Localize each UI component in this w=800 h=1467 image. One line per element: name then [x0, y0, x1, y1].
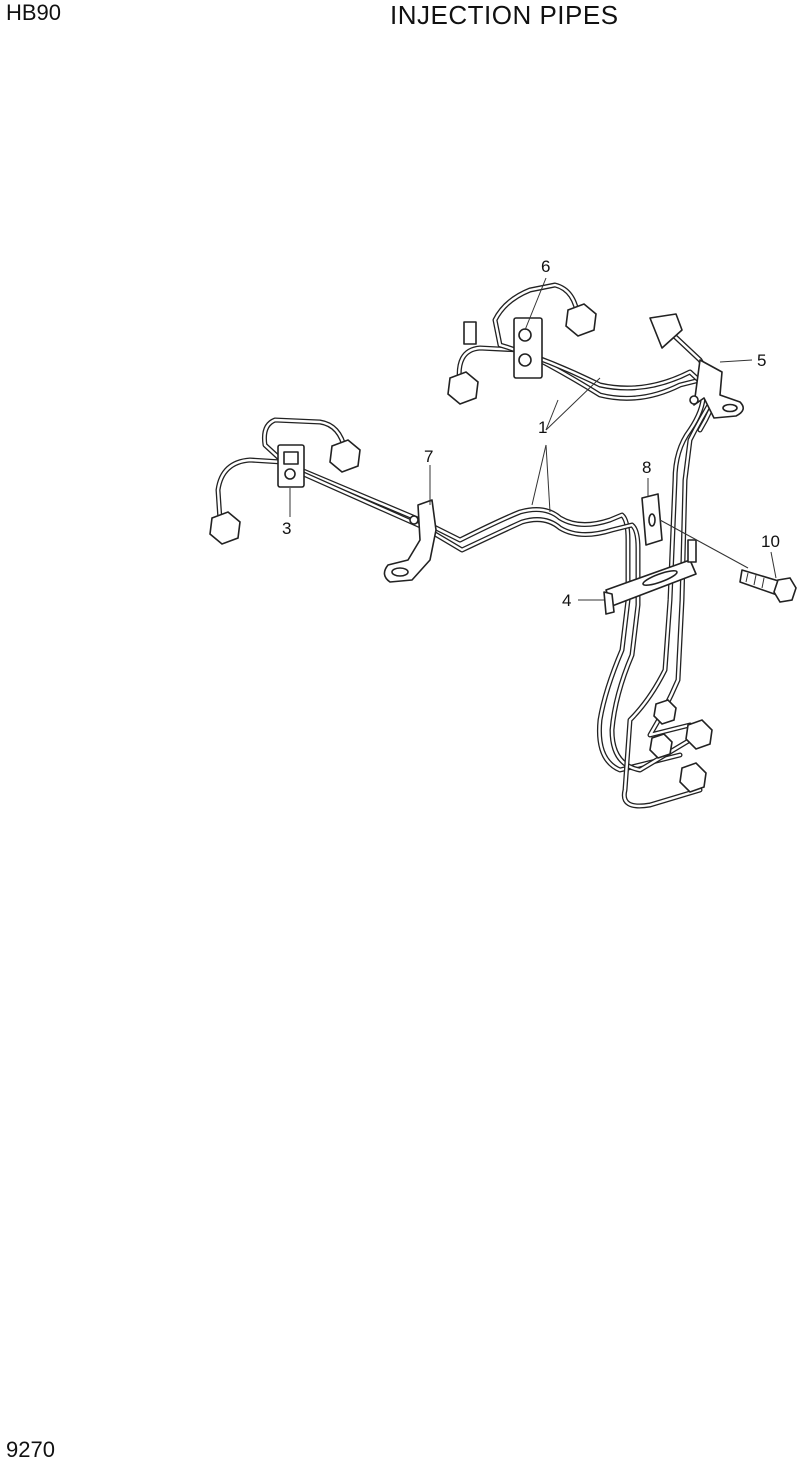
- bracket-7: [383, 499, 437, 583]
- clamp-3: [277, 444, 305, 488]
- callout-6: 6: [541, 257, 550, 276]
- bracket-8: [641, 493, 663, 546]
- bracket-5: [649, 313, 744, 419]
- page-title: INJECTION PIPES: [390, 0, 619, 30]
- clamp-6: [463, 317, 543, 379]
- nozzle-nut-rear-left: [447, 371, 479, 405]
- callout-10: 10: [761, 532, 780, 551]
- nozzle-nut-rear-right: [565, 303, 597, 337]
- leader-lines: [289, 277, 777, 601]
- pump-nut-1: [685, 719, 713, 750]
- pump-nut-4: [653, 699, 677, 725]
- callout-7: 7: [424, 447, 433, 466]
- nozzle-nut-left: [209, 511, 241, 545]
- pipe-group: [215, 282, 721, 809]
- page-number: 9270: [6, 1437, 55, 1462]
- clamp-4: [603, 539, 697, 615]
- nozzle-nut-group: [209, 303, 713, 793]
- callout-8: 8: [642, 458, 651, 477]
- pump-nut-3: [649, 733, 673, 759]
- pump-nut-2: [679, 762, 707, 793]
- callout-4: 4: [562, 591, 571, 610]
- callout-3: 3: [282, 519, 291, 538]
- nozzle-nut-left-upper: [329, 439, 361, 473]
- callout-1: 1: [538, 418, 547, 437]
- callout-5: 5: [757, 351, 766, 370]
- bolt-10: [739, 569, 797, 603]
- model-code: HB90: [6, 0, 62, 25]
